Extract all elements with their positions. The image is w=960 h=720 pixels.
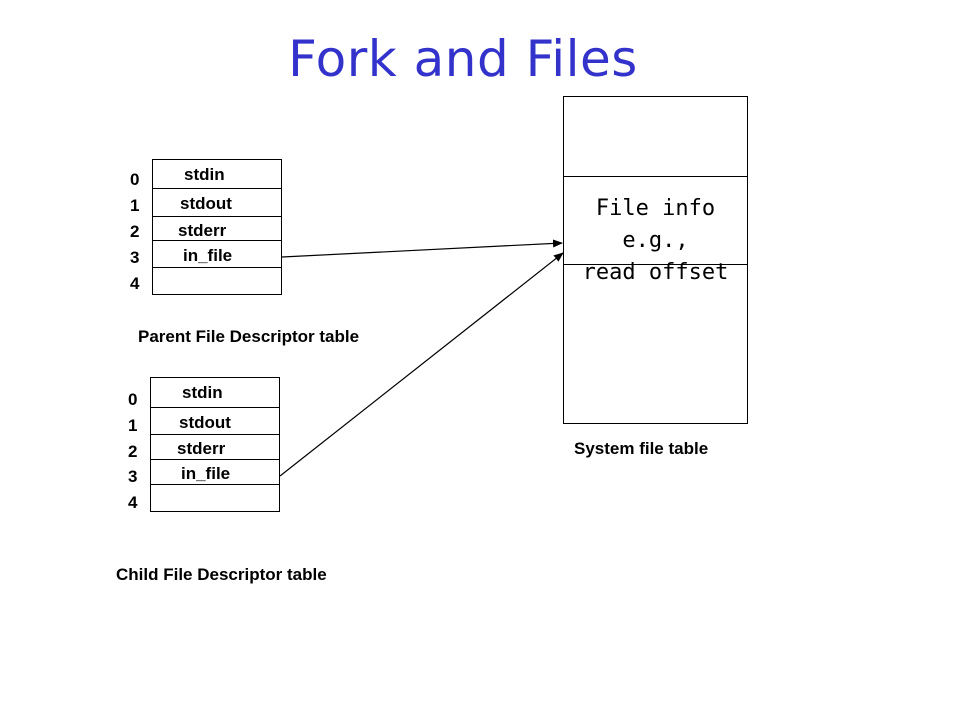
- system-table-caption: System file table: [574, 439, 709, 458]
- file-info-line: File info e.g.,: [595, 196, 716, 253]
- parent-entry-stderr: stderr: [178, 221, 227, 240]
- parent-entry-stdout: stdout: [180, 194, 232, 213]
- child-index-4: 4: [128, 493, 138, 512]
- child-index-1: 1: [128, 416, 138, 435]
- row-divider: [151, 434, 279, 435]
- row-divider: [153, 216, 281, 217]
- system-file-entry: File info e.g., read offset: [565, 193, 746, 289]
- slide-title: Fork and Files: [288, 30, 638, 88]
- row-divider: [564, 176, 747, 177]
- parent-index-1: 1: [130, 196, 140, 215]
- parent-fd-table: [152, 159, 282, 295]
- row-divider: [151, 484, 279, 485]
- child-entry-in-file: in_file: [181, 464, 231, 483]
- parent-entry-in-file: in_file: [183, 246, 233, 265]
- row-divider: [564, 264, 747, 265]
- parent-entry-stdin: stdin: [184, 165, 225, 184]
- row-divider: [151, 459, 279, 460]
- child-fd-table: [150, 377, 280, 512]
- row-divider: [153, 188, 281, 189]
- child-table-caption: Child File Descriptor table: [116, 565, 327, 584]
- child-entry-stdin: stdin: [182, 383, 223, 402]
- row-divider: [151, 407, 279, 408]
- child-entry-stderr: stderr: [177, 439, 226, 458]
- child-index-0: 0: [128, 390, 138, 409]
- child-index-2: 2: [128, 442, 138, 461]
- child-in-file-arrow: [279, 252, 564, 477]
- read-offset-line: read offset: [582, 260, 729, 285]
- child-index-3: 3: [128, 467, 138, 486]
- parent-table-caption: Parent File Descriptor table: [138, 327, 360, 346]
- parent-index-2: 2: [130, 222, 140, 241]
- parent-index-3: 3: [130, 248, 140, 267]
- parent-in-file-arrow: [281, 239, 563, 258]
- child-entry-stdout: stdout: [179, 413, 231, 432]
- row-divider: [153, 240, 281, 241]
- parent-index-4: 4: [130, 274, 140, 293]
- row-divider: [153, 267, 281, 268]
- parent-index-0: 0: [130, 170, 140, 189]
